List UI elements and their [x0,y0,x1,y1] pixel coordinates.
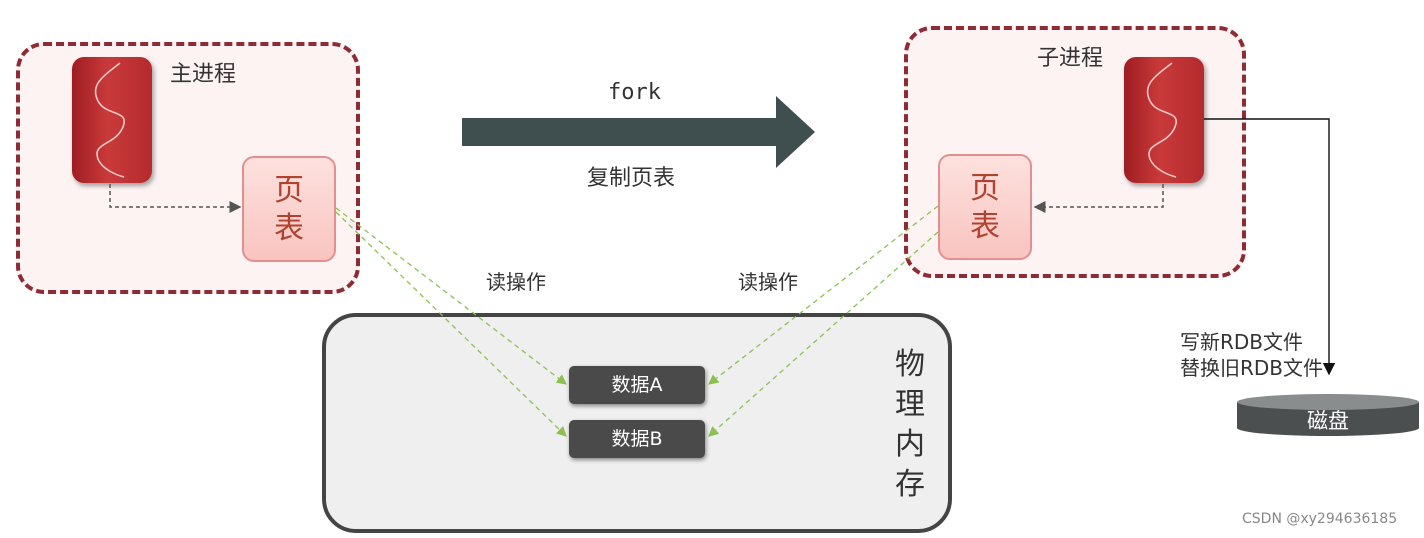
disk-label: 磁盘 [1307,409,1349,433]
disk-note-line-1: 写新RDB文件 [1180,330,1304,354]
main-page-table-char-2: 表 [274,211,304,246]
child-process-thread-icon [1124,57,1204,183]
child-process-label: 子进程 [1037,46,1104,71]
fork-label: fork [608,80,661,105]
data-b-block: 数据B [569,420,705,458]
child-page-table: 页 表 [938,154,1032,260]
main-process-thread-icon [72,57,152,183]
watermark: CSDN @xy294636185 [1242,511,1398,527]
memory-label-char-1: 物 [895,347,925,382]
main-process-label: 主进程 [170,62,237,87]
main-page-table: 页 表 [242,156,336,262]
read-op-left-label: 读操作 [486,270,546,294]
physical-memory-label: 物 理 内 存 [890,345,930,505]
memory-label-char-2: 理 [895,387,925,422]
copy-page-table-label: 复制页表 [587,166,676,191]
child-page-table-char-1: 页 [970,171,1000,206]
memory-label-char-4: 存 [895,467,925,502]
fork-arrow [462,96,815,168]
main-page-table-char-1: 页 [274,173,304,208]
read-op-right-label: 读操作 [738,270,798,294]
disk-note-line-2: 替换旧RDB文件 [1180,356,1324,380]
data-a-block: 数据A [569,366,705,404]
child-page-table-char-2: 表 [970,209,1000,244]
memory-label-char-3: 内 [895,427,925,462]
